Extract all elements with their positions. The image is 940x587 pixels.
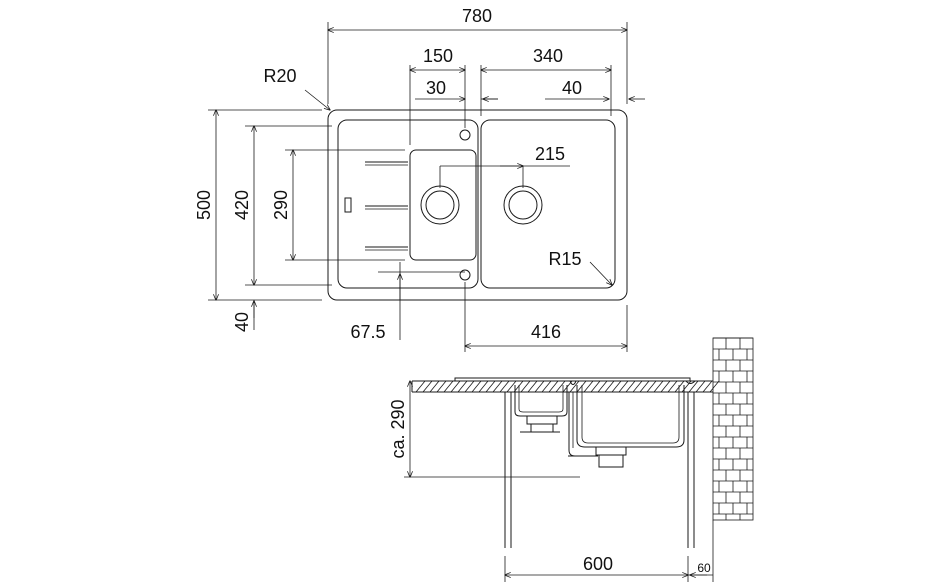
dim-label-40-top: 40 bbox=[562, 78, 582, 98]
drainer-area bbox=[337, 119, 479, 289]
dim-label-780: 780 bbox=[462, 6, 492, 26]
dimension-bowl-width: 340 bbox=[481, 46, 611, 70]
countertop-hatch-line bbox=[541, 380, 552, 393]
countertop-hatch-line bbox=[667, 380, 678, 393]
dimension-bottom-offset: 40 bbox=[232, 300, 254, 332]
dimension-install-height: ca. 290 bbox=[388, 381, 580, 477]
countertop-hatch-line bbox=[639, 380, 650, 393]
dimension-left-offset: 30 bbox=[415, 78, 498, 99]
countertop-hatch-line bbox=[429, 380, 440, 393]
dim-label-340: 340 bbox=[533, 46, 563, 66]
countertop-hatch-line bbox=[457, 380, 468, 393]
dimension-drain-offset: 67.5 bbox=[350, 274, 400, 342]
countertop-hatch-line bbox=[464, 380, 475, 393]
countertop-hatch-line bbox=[604, 380, 615, 393]
dim-label-600: 600 bbox=[583, 554, 613, 574]
dimension-overall-width: 780 bbox=[328, 6, 627, 30]
dim-label-420: 420 bbox=[232, 190, 252, 220]
small-bowl-drain-inner bbox=[425, 190, 455, 220]
dim-label-215: 215 bbox=[535, 144, 565, 164]
countertop-hatch-line bbox=[527, 380, 538, 393]
sink-profile bbox=[454, 377, 696, 468]
dim-label-500: 500 bbox=[194, 190, 214, 220]
overflow-slot bbox=[344, 197, 352, 213]
countertop-hatch-line bbox=[499, 380, 510, 393]
dim-label-416: 416 bbox=[531, 322, 561, 342]
top-view bbox=[327, 109, 628, 301]
countertop-hatch-line bbox=[681, 380, 692, 393]
main-bowl-drain-outer bbox=[503, 185, 543, 225]
tap-hole-bottom bbox=[459, 269, 471, 281]
countertop-hatch-line bbox=[548, 380, 559, 393]
countertop-hatch-line bbox=[478, 380, 489, 393]
countertop-hatch-line bbox=[436, 380, 447, 393]
countertop-hatch-line bbox=[471, 380, 482, 393]
dim-label-290: 290 bbox=[271, 190, 291, 220]
dim-label-r15: R15 bbox=[548, 249, 581, 269]
countertop-hatch-line bbox=[653, 380, 664, 393]
dimension-corner-radius: R20 bbox=[263, 66, 330, 110]
dimension-bowl-radius: R15 bbox=[548, 249, 612, 285]
countertop-hatch-line bbox=[688, 380, 699, 393]
dimension-overall-depth: 500 bbox=[194, 110, 216, 300]
countertop-hatch-line bbox=[576, 380, 587, 393]
dim-label-60: 60 bbox=[697, 561, 711, 575]
countertop-hatch-line bbox=[534, 380, 545, 393]
countertop-hatch-line bbox=[443, 380, 454, 393]
dimension-center-distance: 215 bbox=[439, 144, 570, 188]
dimension-right-offset: 40 bbox=[545, 78, 645, 99]
countertop-hatch-line bbox=[709, 380, 720, 393]
countertop-hatch-line bbox=[618, 380, 629, 393]
small-bowl-drain-outer bbox=[420, 185, 460, 225]
countertop-hatch-line bbox=[660, 380, 671, 393]
countertop-hatch-line bbox=[590, 380, 601, 393]
countertop-hatch-line bbox=[597, 380, 608, 393]
countertop-hatch-line bbox=[625, 380, 636, 393]
countertop-hatch-line bbox=[422, 380, 433, 393]
countertop bbox=[411, 380, 720, 393]
dimension-bowl-inner-width: 416 bbox=[465, 322, 627, 346]
countertop-hatch-line bbox=[415, 380, 426, 393]
dim-label-r20: R20 bbox=[263, 66, 296, 86]
dim-label-ca-290: ca. 290 bbox=[388, 399, 408, 458]
countertop-hatch-line bbox=[450, 380, 461, 393]
dim-label-67-5: 67.5 bbox=[350, 322, 385, 342]
dimension-inner-depth: 420 bbox=[232, 126, 254, 285]
countertop-hatch-line bbox=[506, 380, 517, 393]
countertop-hatch-line bbox=[569, 380, 580, 393]
countertop-hatch-line bbox=[695, 380, 706, 393]
dim-label-40-bottom: 40 bbox=[232, 312, 252, 332]
small-bowl bbox=[409, 149, 477, 261]
brick-wall bbox=[712, 337, 754, 521]
dimension-cabinet-width: 600 60 bbox=[505, 520, 714, 582]
dimension-drainer-width: 150 bbox=[410, 46, 465, 70]
countertop-hatch-line bbox=[611, 380, 622, 393]
dim-label-150: 150 bbox=[423, 46, 453, 66]
countertop-hatch-line bbox=[520, 380, 531, 393]
countertop-hatch-line bbox=[674, 380, 685, 393]
countertop-hatch-line bbox=[485, 380, 496, 393]
dimension-bowl-depth: 290 bbox=[271, 150, 293, 260]
countertop-hatch-line bbox=[632, 380, 643, 393]
main-bowl-drain-inner bbox=[508, 190, 538, 220]
countertop-hatch-line bbox=[492, 380, 503, 393]
tap-hole-top bbox=[459, 129, 471, 141]
side-view: ca. 290 600 60 bbox=[388, 337, 754, 582]
countertop-hatch-line bbox=[583, 380, 594, 393]
countertop-hatch-line bbox=[702, 380, 713, 393]
dim-label-30: 30 bbox=[426, 78, 446, 98]
countertop-hatch-line bbox=[646, 380, 657, 393]
countertop-hatch-line bbox=[555, 380, 566, 393]
sink-outline bbox=[327, 109, 628, 301]
